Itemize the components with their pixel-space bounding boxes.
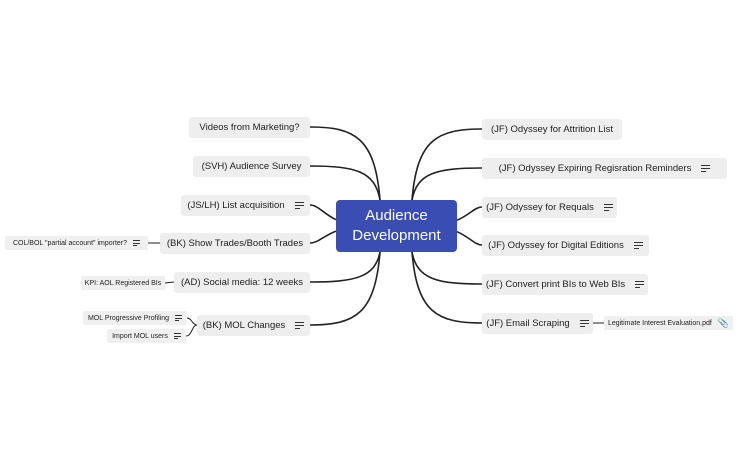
topic-label: (JF) Email Scraping [486, 318, 570, 329]
topic-label: (JS/LH) List acquisition [187, 200, 285, 211]
topic-mol-changes[interactable]: (BK) MOL Changes [197, 315, 310, 336]
topic-list-acquisition[interactable]: (JS/LH) List acquisition [181, 195, 310, 216]
subtopic-label: KPI: AOL Registered BIs [84, 279, 162, 287]
topic-label: (JF) Odyssey for Digital Editions [488, 240, 624, 251]
topic-odyssey-requals[interactable]: (JF) Odyssey for Requals [482, 197, 617, 218]
connector-line-11 [411, 251, 483, 324]
connector-line-1 [309, 165, 381, 201]
subtopic-legitimate-interest-pdf[interactable]: Legitimate Interest Evaluation.pdf 📎 [604, 316, 733, 330]
notes-icon[interactable] [635, 281, 645, 288]
connector-line-7 [411, 167, 483, 201]
topic-audience-survey[interactable]: (SVH) Audience Survey [193, 156, 310, 177]
topic-odyssey-expiring-reminders[interactable]: (JF) Odyssey Expiring Regisration Remind… [482, 158, 727, 179]
connector-line-13 [164, 281, 175, 284]
topic-label: (JF) Convert print BIs to Web BIs [485, 279, 626, 290]
connector-line-9 [456, 230, 483, 246]
subtopic-label: COL/BOL "partial account" importer? [12, 239, 128, 247]
connector-line-3 [309, 230, 337, 244]
topic-convert-print-bis[interactable]: (JF) Convert print BIs to Web BIs [482, 274, 648, 295]
connector-line-15 [185, 324, 198, 337]
notes-icon[interactable] [603, 204, 613, 211]
notes-icon[interactable] [295, 322, 305, 329]
topic-odyssey-attrition[interactable]: (JF) Odyssey for Attrition List [482, 119, 622, 140]
central-topic-line2: Development [352, 227, 441, 244]
connector-line-10 [411, 251, 483, 285]
connector-line-8 [456, 206, 483, 222]
connector-line-2 [309, 204, 337, 221]
topic-social-media[interactable]: (AD) Social media: 12 weeks [174, 272, 310, 293]
notes-icon[interactable] [173, 333, 181, 339]
subtopic-mol-progressive-profiling[interactable]: MOL Progressive Profiling [83, 311, 187, 325]
topic-show-trades[interactable]: (BK) Show Trades/Booth Trades [160, 233, 310, 254]
topic-label: (BK) MOL Changes [202, 320, 286, 331]
connector-line-0 [309, 126, 381, 201]
subtopic-label: Legitimate Interest Evaluation.pdf [607, 319, 712, 327]
topic-label: (SVH) Audience Survey [201, 161, 302, 172]
paperclip-icon[interactable]: 📎 [717, 317, 730, 328]
topic-videos-from-marketing[interactable]: Videos from Marketing? [189, 117, 310, 138]
subtopic-kpi-aol-registered[interactable]: KPI: AOL Registered BIs [81, 276, 165, 290]
topic-label: (AD) Social media: 12 weeks [181, 277, 303, 288]
central-topic-line1: Audience [365, 207, 428, 224]
notes-icon[interactable] [701, 165, 711, 172]
topic-label: (JF) Odyssey for Attrition List [491, 124, 613, 135]
connector-line-6 [411, 128, 483, 201]
subtopic-label: Import MOL users [112, 332, 168, 340]
subtopic-label: MOL Progressive Profiling [87, 314, 170, 322]
subtopic-import-mol-users[interactable]: Import MOL users [107, 329, 186, 343]
topic-label: Videos from Marketing? [199, 122, 300, 133]
topic-email-scraping[interactable]: (JF) Email Scraping [482, 313, 593, 334]
notes-icon[interactable] [633, 242, 643, 249]
notes-icon[interactable] [294, 202, 304, 209]
notes-icon[interactable] [579, 320, 589, 327]
topic-label: (JF) Odyssey Expiring Regisration Remind… [498, 163, 692, 174]
notes-icon[interactable] [133, 240, 141, 246]
topic-label: (BK) Show Trades/Booth Trades [166, 238, 304, 249]
topic-odyssey-digital-editions[interactable]: (JF) Odyssey for Digital Editions [482, 235, 649, 256]
connector-line-4 [309, 251, 381, 283]
subtopic-partial-account-importer[interactable]: COL/BOL "partial account" importer? [5, 236, 148, 250]
connector-line-14 [186, 317, 198, 326]
notes-icon[interactable] [175, 315, 183, 321]
topic-label: (JF) Odyssey for Requals [486, 202, 594, 213]
central-topic[interactable]: Audience Development [336, 200, 457, 252]
connector-line-5 [309, 251, 381, 326]
